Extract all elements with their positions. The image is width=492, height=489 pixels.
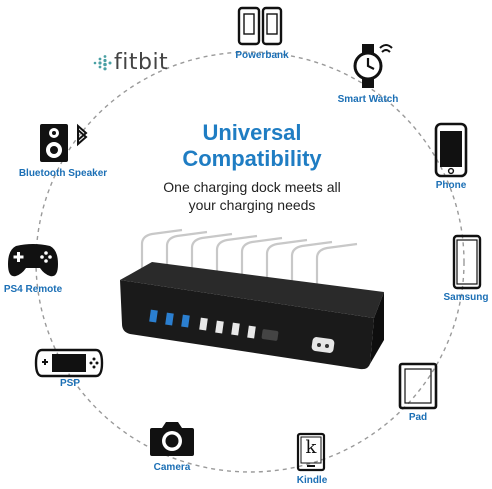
ps4-remote-label: PS4 Remote (3, 284, 63, 295)
subtitle-line-1: One charging dock meets all (163, 179, 341, 195)
headline-subtitle: One charging dock meets all your chargin… (132, 178, 372, 214)
smart-watch-label: Smart Watch (337, 94, 399, 105)
phone-icon (434, 122, 468, 178)
headline-title: Universal Compatibility (132, 120, 372, 172)
bluetooth-speaker-label: Bluetooth Speaker (18, 168, 108, 179)
camera-icon (150, 422, 194, 456)
title-line-1: Universal (202, 120, 302, 145)
kindle-icon (296, 432, 326, 472)
samsung-label: Samsung (443, 292, 489, 303)
psp-label: PSP (59, 378, 81, 389)
phone-label: Phone (435, 180, 467, 191)
ps4-controller-icon (8, 244, 58, 277)
powerbank-label: Powerbank (235, 50, 289, 61)
charging-dock-image (120, 228, 384, 370)
powerbank-icon (237, 6, 283, 46)
psp-icon (34, 348, 104, 378)
subtitle-line-2: your charging needs (188, 197, 316, 213)
pad-label: Pad (408, 412, 428, 423)
bluetooth-speaker-icon (40, 123, 88, 162)
kindle-letter: k (305, 437, 317, 458)
samsung-phone-icon (452, 234, 482, 290)
fitbit-logo-icon (93, 55, 112, 71)
smart-watch-icon (353, 44, 393, 88)
camera-label: Camera (153, 462, 191, 473)
tablet-icon (398, 362, 438, 410)
fitbit-wordmark: fitbit (114, 50, 169, 75)
kindle-label: Kindle (296, 475, 328, 486)
title-line-2: Compatibility (182, 146, 322, 171)
